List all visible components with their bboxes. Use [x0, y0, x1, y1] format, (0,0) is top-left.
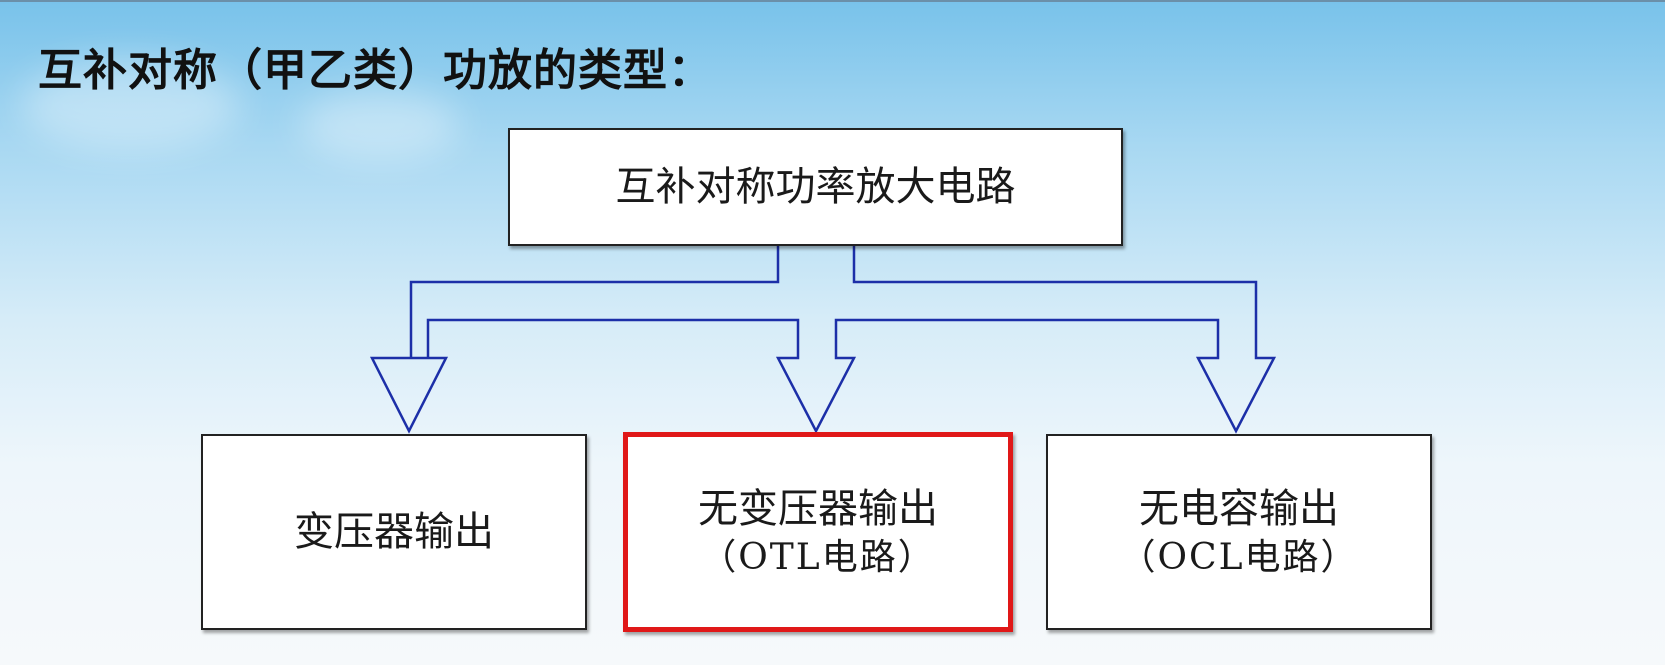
connector-arrow-left — [369, 232, 780, 434]
child-node-transformer-output: 变压器输出 — [201, 434, 587, 630]
child-node-label: 无电容输出 — [1139, 485, 1339, 532]
background-cloud — [20, 60, 240, 150]
background-cloud — [300, 90, 460, 160]
child-node-label: 无变压器输出 — [698, 485, 938, 532]
child-node-ocl: 无电容输出 （OCL电路） — [1046, 434, 1432, 630]
child-node-sublabel: （OTL电路） — [700, 536, 936, 578]
child-node-otl: 无变压器输出 （OTL电路） — [623, 432, 1013, 632]
connector-arrow-left-inner — [426, 232, 1277, 434]
top-rule — [0, 0, 1665, 2]
root-node: 互补对称功率放大电路 — [508, 128, 1123, 246]
root-node-label: 互补对称功率放大电路 — [615, 164, 1016, 210]
slide-title: 互补对称（甲乙类）功放的类型： — [38, 45, 713, 96]
child-node-sublabel: （OCL电路） — [1119, 536, 1359, 578]
child-node-label: 变压器输出 — [294, 509, 494, 555]
connector-group — [369, 232, 1277, 434]
